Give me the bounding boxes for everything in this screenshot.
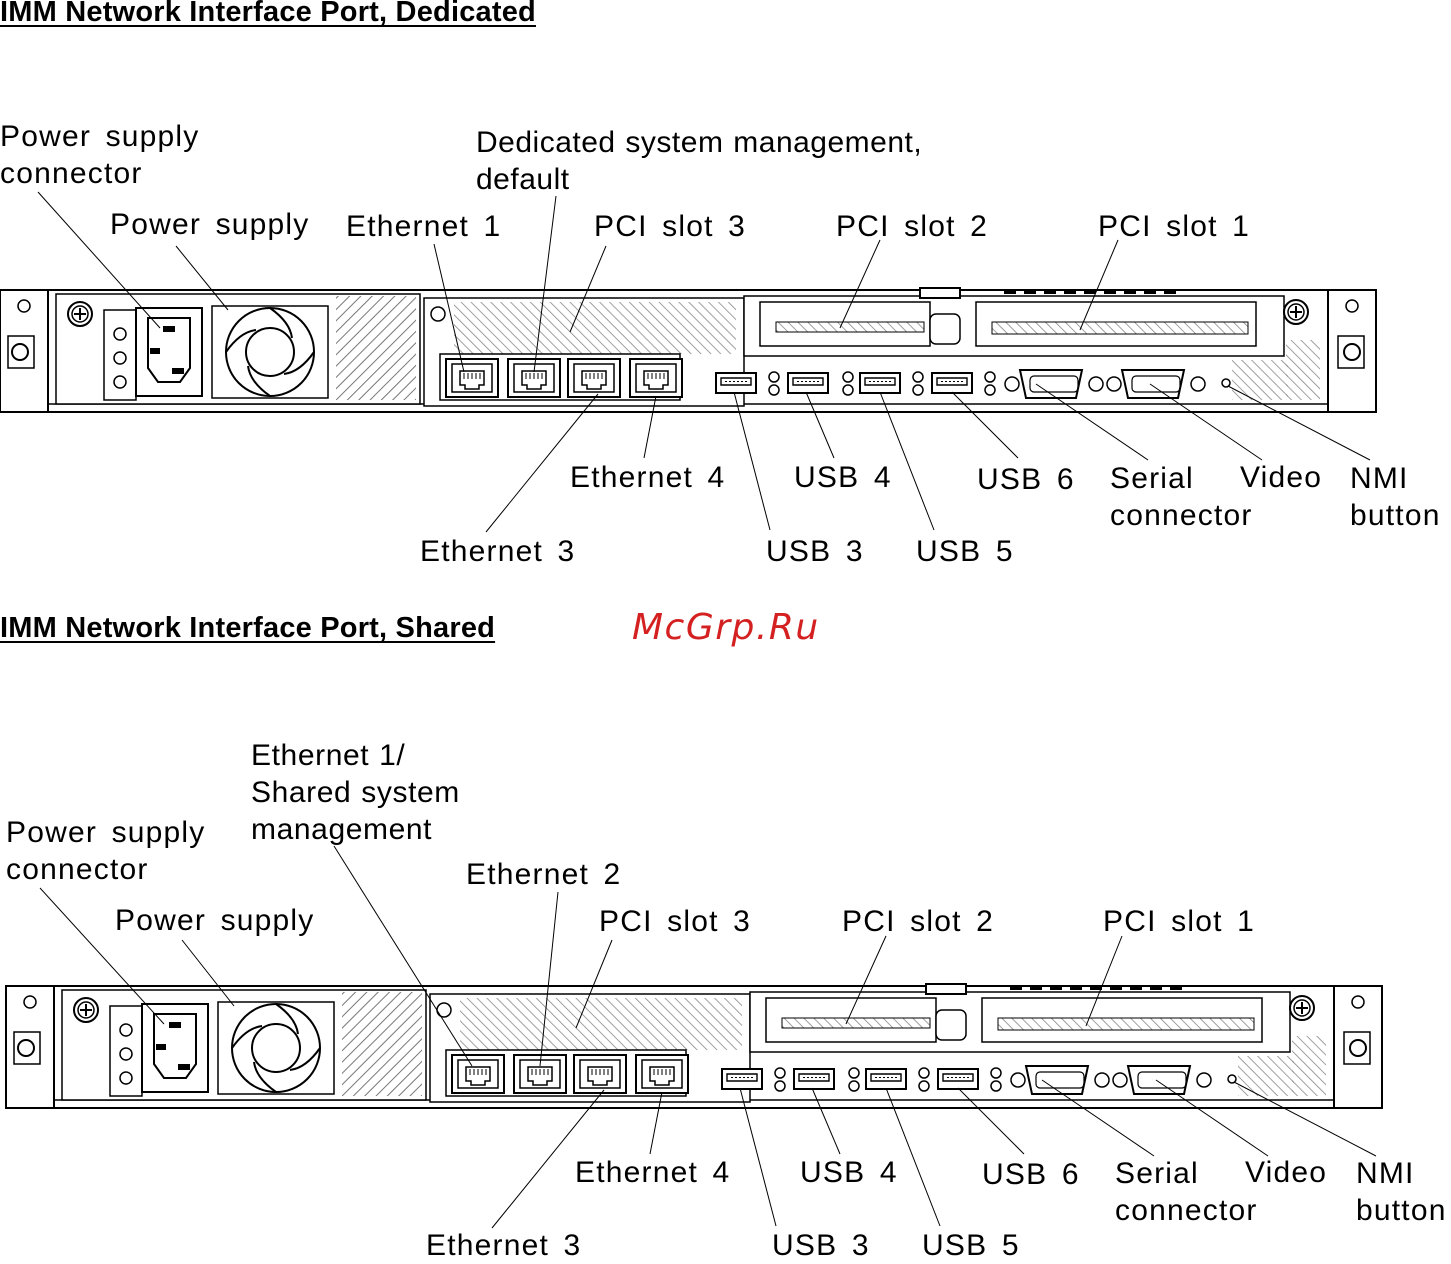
label-video-shared: Video <box>1245 1156 1328 1189</box>
label-pci-slot-3: PCI slot 3 <box>594 210 747 243</box>
label-dedicated-system-management: Dedicated system management, default <box>476 126 923 196</box>
label-power-supply: Power supply <box>110 208 310 241</box>
label-usb-5: USB 5 <box>916 535 1014 568</box>
heading-dedicated: IMM Network Interface Port, Dedicated <box>0 0 536 28</box>
label-usb-6: USB 6 <box>977 463 1075 496</box>
leader-lines-shared <box>40 846 1376 1228</box>
label-power-supply-connector-shared: Power supply connector <box>6 816 206 886</box>
watermark-text: McGrp.Ru <box>632 607 820 648</box>
label-nmi-button-shared: NMI button <box>1356 1157 1447 1227</box>
label-usb-4-shared: USB 4 <box>800 1156 898 1189</box>
label-pci-slot-2-shared: PCI slot 2 <box>842 905 995 938</box>
label-serial-connector-shared: Serial connector <box>1115 1157 1258 1227</box>
label-pci-slot-1: PCI slot 1 <box>1098 210 1251 243</box>
leader-lines <box>38 192 1370 532</box>
label-power-supply-shared: Power supply <box>115 904 315 937</box>
server-rear-panel-dedicated <box>0 0 1451 600</box>
chassis-drawing-shared <box>6 984 1382 1108</box>
label-pci-slot-3-shared: PCI slot 3 <box>599 905 752 938</box>
label-ethernet-4: Ethernet 4 <box>570 461 726 494</box>
label-usb-4: USB 4 <box>794 461 892 494</box>
label-ethernet-4-shared: Ethernet 4 <box>575 1156 731 1189</box>
label-usb-6-shared: USB 6 <box>982 1158 1080 1191</box>
heading-shared: IMM Network Interface Port, Shared <box>0 612 496 644</box>
label-usb-3-shared: USB 3 <box>772 1229 870 1262</box>
label-usb-3: USB 3 <box>766 535 864 568</box>
label-ethernet-3: Ethernet 3 <box>420 535 576 568</box>
label-ethernet-3-shared: Ethernet 3 <box>426 1229 582 1262</box>
label-nmi-button: NMI button <box>1350 462 1441 532</box>
label-ethernet-1: Ethernet 1 <box>346 210 502 243</box>
label-usb-5-shared: USB 5 <box>922 1229 1020 1262</box>
label-ethernet-1-shared-management: Ethernet 1/ Shared system management <box>251 739 460 846</box>
label-pci-slot-2: PCI slot 2 <box>836 210 989 243</box>
label-serial-connector: Serial connector <box>1110 462 1253 532</box>
label-power-supply-connector: Power supply connector <box>0 120 200 190</box>
label-pci-slot-1-shared: PCI slot 1 <box>1103 905 1256 938</box>
label-video: Video <box>1240 461 1323 494</box>
label-ethernet-2: Ethernet 2 <box>466 858 622 891</box>
